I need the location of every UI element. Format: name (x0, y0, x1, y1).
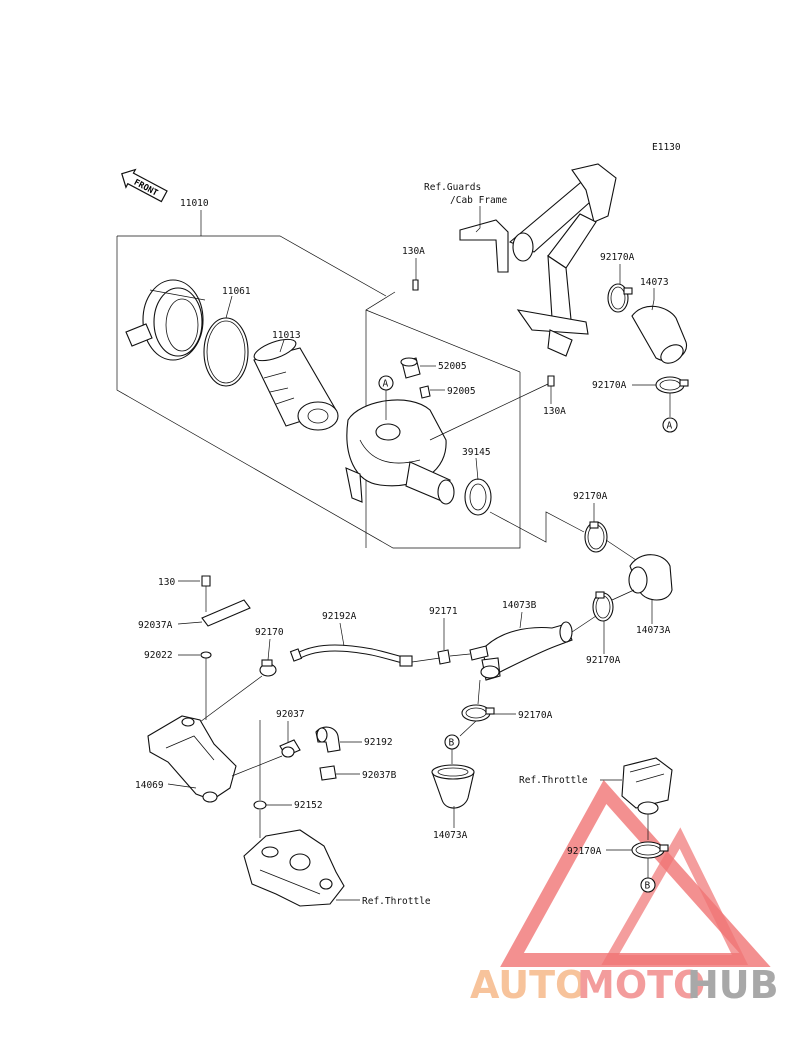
clamp-92170a-1 (607, 283, 633, 313)
label-39145: 39145 (462, 447, 491, 458)
filter-element-11013 (253, 338, 339, 431)
label-92170a-2: 92170A (592, 380, 627, 391)
label-92170a-3: 92170A (573, 491, 608, 502)
cab-frame-structure (459, 163, 617, 357)
marker-b-left-label: B (449, 738, 455, 749)
label-92005: 92005 (447, 386, 476, 397)
label-130a-top: 130A (402, 246, 425, 257)
label-92152: 92152 (294, 800, 323, 811)
label-130: 130 (158, 577, 175, 588)
label-14073: 14073 (640, 277, 669, 288)
label-92192: 92192 (364, 737, 393, 748)
label-92171: 92171 (429, 606, 458, 617)
clamp-92170a-4 (592, 591, 614, 622)
label-11010: 11010 (180, 198, 209, 209)
gasket-92152 (253, 800, 267, 810)
washer-92022 (200, 651, 212, 659)
label-130a-right: 130A (543, 406, 566, 417)
label-92170a-5: 92170A (518, 710, 553, 721)
watermark-auto: AUTO (470, 963, 587, 1007)
label-92170a-6: 92170A (567, 846, 602, 857)
label-92037b: 92037B (362, 770, 397, 781)
label-14073a-1: 14073A (636, 625, 671, 636)
hose-14073a-2 (431, 764, 475, 809)
air-cleaner-housing (345, 399, 455, 505)
clamp-92170a-2 (655, 376, 689, 394)
marker-a-right (662, 417, 678, 433)
clamp-92170a-3 (584, 521, 608, 553)
strap-92037a (201, 599, 251, 627)
label-14073b: 14073B (502, 600, 537, 611)
throttle-box-right (621, 757, 673, 815)
hose-14073b (469, 621, 573, 681)
marker-b-right-label: B (645, 881, 651, 892)
ref-guards: Ref.Guards (424, 182, 481, 193)
clip-92171 (437, 649, 451, 665)
marker-a-top-label: A (383, 379, 389, 390)
label-92170: 92170 (255, 627, 284, 638)
label-92192a: 92192A (322, 611, 357, 622)
label-14069: 14069 (135, 780, 164, 791)
label-52005: 52005 (438, 361, 467, 372)
clamp-92170a-5 (461, 704, 495, 722)
marker-a-right-label: A (667, 421, 673, 432)
clamp-92037 (279, 739, 301, 758)
label-11013: 11013 (272, 330, 301, 341)
marker-b-right (640, 877, 656, 893)
front-arrow-icon: FRONT (121, 168, 168, 203)
fitting-92005 (419, 385, 431, 399)
seal-ring-11061 (203, 317, 249, 387)
air-cleaner-cover (125, 279, 206, 361)
watermark-triangle-inner (601, 827, 749, 965)
bracket-14069 (147, 715, 237, 803)
label-92170a-4: 92170A (586, 655, 621, 666)
clip-92037b (319, 765, 337, 781)
throttle-body (243, 829, 345, 907)
bolt-130 (201, 575, 211, 587)
diagram-code: E1130 (652, 142, 681, 153)
ref-cab-frame: /Cab Frame (450, 195, 507, 206)
label-92170a-1: 92170A (600, 252, 635, 263)
label-14073a-2: 14073A (433, 830, 468, 841)
watermark-hub: HUB (687, 963, 779, 1007)
ref-throttle-bottom: Ref.Throttle (362, 896, 431, 907)
label-11061: 11061 (222, 286, 251, 297)
label-92037: 92037 (276, 709, 305, 720)
label-92022: 92022 (144, 650, 173, 661)
clamp-92170 (259, 659, 277, 677)
watermark-triangle-left (500, 779, 771, 967)
bolt-130a-top (412, 279, 419, 291)
watermark-moto: MOTO (577, 963, 705, 1007)
bolt-130a-right (547, 375, 555, 387)
ref-throttle-right: Ref.Throttle (519, 775, 588, 786)
label-92037a: 92037A (138, 620, 173, 631)
watermark-logo: AUTO MOTO HUB (470, 779, 779, 1007)
air-cleaner-assembly-outline (116, 210, 521, 549)
